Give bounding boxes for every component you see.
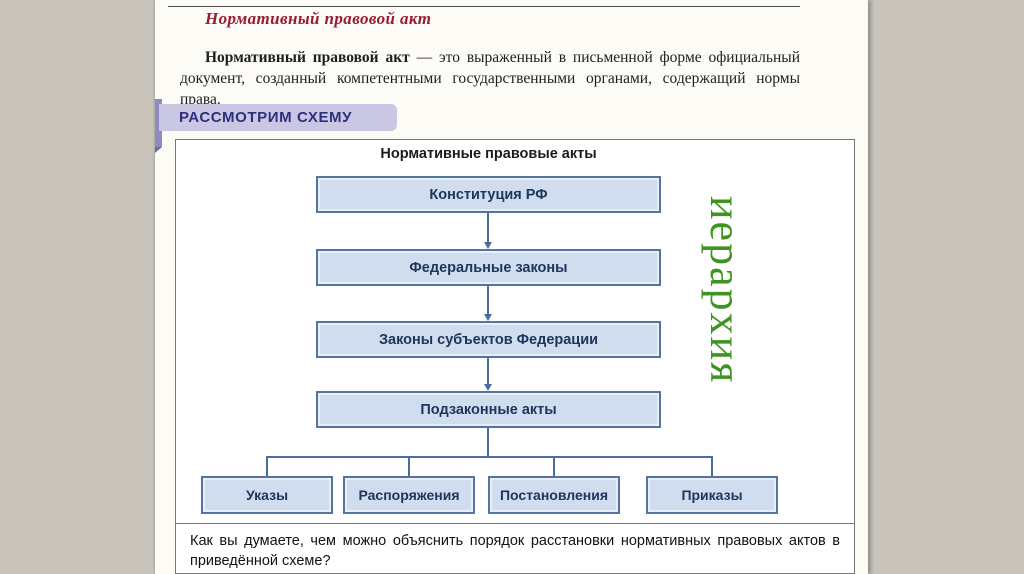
connector-horizontal-line <box>266 456 713 458</box>
hierarchy-level-label: Подзаконные акты <box>420 401 557 418</box>
scheme-banner: РАССМОТРИМ СХЕМУ <box>159 104 397 131</box>
definition-paragraph: Нормативный правовой акт — это выраженны… <box>180 47 800 110</box>
sublaw-label: Указы <box>245 487 289 503</box>
connector-stem <box>487 428 489 457</box>
hierarchy-level-box-subject-laws: Законы субъектов Федерации <box>316 321 661 358</box>
top-rule-line <box>168 6 800 7</box>
down-arrow <box>483 213 492 249</box>
hierarchy-level-label: Федеральные законы <box>409 259 568 276</box>
definition-body-text: — это выраженный в письменной форме офиц… <box>180 48 800 108</box>
banner-edge-strip <box>155 99 162 147</box>
question-divider-line <box>176 523 854 524</box>
sublaw-box-decrees: Указы <box>201 476 333 514</box>
sublaw-box-directives: Приказы <box>646 476 778 514</box>
down-arrow <box>483 286 492 321</box>
sublaw-box-orders: Распоряжения <box>343 476 475 514</box>
hierarchy-level-box-constitution: Конституция РФ <box>316 176 661 213</box>
hierarchy-level-label: Законы субъектов Федерации <box>378 331 599 348</box>
diagram-frame: Нормативные правовые акты Конституция РФ… <box>175 139 855 574</box>
connector-stub <box>711 456 713 476</box>
definition-lead-bold: Нормативный правовой акт <box>205 48 410 66</box>
hierarchy-level-box-bylaws: Подзаконные акты <box>316 391 661 428</box>
sublaw-label: Приказы <box>681 487 743 503</box>
sublaw-label: Распоряжения <box>358 487 460 503</box>
connector-stub <box>266 456 268 476</box>
textbook-page: Нормативный правовой акт Нормативный пра… <box>155 0 868 574</box>
sublaw-label: Постановления <box>499 487 608 503</box>
scheme-banner-label: РАССМОТРИМ СХЕМУ <box>179 109 353 126</box>
sublaw-box-resolutions: Постановления <box>488 476 620 514</box>
hierarchy-level-label: Конституция РФ <box>429 186 548 203</box>
definition-heading: Нормативный правовой акт <box>205 9 432 28</box>
question-text: Как вы думаете, чем можно объяснить поря… <box>190 533 840 569</box>
connector-stub <box>553 456 555 476</box>
diagram-title: Нормативные правовые акты <box>380 146 597 162</box>
connector-stub <box>408 456 410 476</box>
down-arrow <box>483 358 492 391</box>
banner-fold <box>155 147 162 153</box>
hierarchy-level-box-federal-laws: Федеральные законы <box>316 249 661 286</box>
hierarchy-side-label: иерархия <box>701 196 750 385</box>
